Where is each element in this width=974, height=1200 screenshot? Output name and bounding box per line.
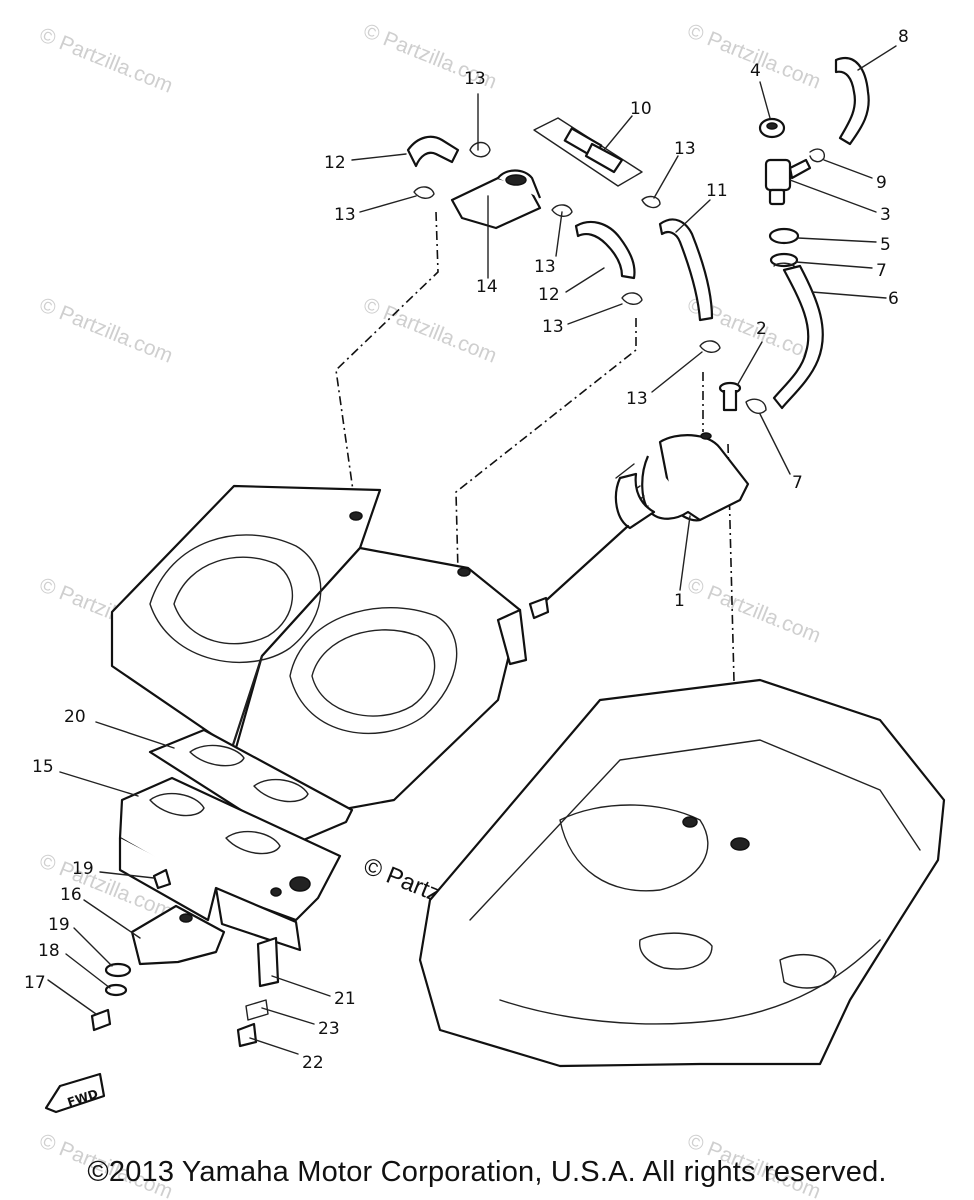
callout-13b: 13 [334, 205, 356, 225]
valve-assembly [764, 148, 825, 269]
callout-5: 5 [880, 235, 891, 255]
callout-14: 14 [476, 277, 498, 297]
callout-13a: 13 [464, 69, 486, 89]
callout-leaders [47, 45, 897, 1055]
hose-8 [834, 57, 870, 146]
callout-3: 3 [880, 205, 891, 225]
connector-10 [533, 117, 643, 187]
actuator-1 [528, 432, 750, 620]
callout-8: 8 [898, 27, 909, 47]
callout-13e: 13 [674, 139, 696, 159]
bolt-2 [718, 381, 742, 412]
copyright-notice: ©2013 Yamaha Motor Corporation, U.S.A. A… [87, 1156, 887, 1188]
callout-6: 6 [888, 289, 899, 309]
callout-12b: 12 [538, 285, 560, 305]
hose-12-lower [574, 220, 636, 280]
callout-22: 22 [302, 1053, 324, 1073]
crankcase [418, 678, 946, 1068]
callout-13d: 13 [542, 317, 564, 337]
callout-19a: 19 [72, 859, 94, 879]
callout-9: 9 [876, 173, 887, 193]
bracket-14 [450, 169, 542, 230]
callout-10: 10 [630, 99, 652, 119]
cylinder-block [110, 484, 528, 814]
hose-6 [772, 264, 824, 410]
fwd-marker: FWD [44, 1072, 106, 1114]
callout-12a: 12 [324, 153, 346, 173]
callout-15: 15 [32, 757, 54, 777]
hose-12-upper [406, 135, 460, 168]
callout-19b: 19 [48, 915, 70, 935]
callout-20: 20 [64, 707, 86, 727]
callout-2: 2 [756, 319, 767, 339]
cap-4 [758, 117, 786, 139]
callout-21: 21 [334, 989, 356, 1009]
callout-16: 16 [60, 885, 82, 905]
callout-11: 11 [706, 181, 728, 201]
callout-4: 4 [750, 61, 761, 81]
callout-1: 1 [674, 591, 685, 611]
callout-13c: 13 [534, 257, 556, 277]
watermark-9: © Partzilla.com [684, 573, 824, 647]
callout-23: 23 [318, 1019, 340, 1039]
watermark-4: © Partzilla.com [36, 293, 176, 367]
clamp-7-lower [745, 398, 767, 414]
callout-7a: 7 [876, 261, 887, 281]
callout-7b: 7 [792, 473, 803, 493]
callout-18: 18 [38, 941, 60, 961]
callout-13f: 13 [626, 389, 648, 409]
callout-17: 17 [24, 973, 46, 993]
watermark-1: © Partzilla.com [36, 23, 176, 97]
watermark-3: © Partzilla.com [684, 19, 824, 93]
hose-11 [658, 218, 714, 322]
bracket-16 [130, 904, 226, 966]
watermark-5: © Partzilla.com [360, 293, 500, 367]
callout-numbers: 1 2 3 4 5 6 7 7 8 9 10 11 12 12 13 13 13… [24, 27, 909, 1073]
fasteners-17-19 [90, 868, 172, 1032]
fasteners-21-23 [236, 936, 280, 1048]
clamps-13 [413, 141, 721, 353]
